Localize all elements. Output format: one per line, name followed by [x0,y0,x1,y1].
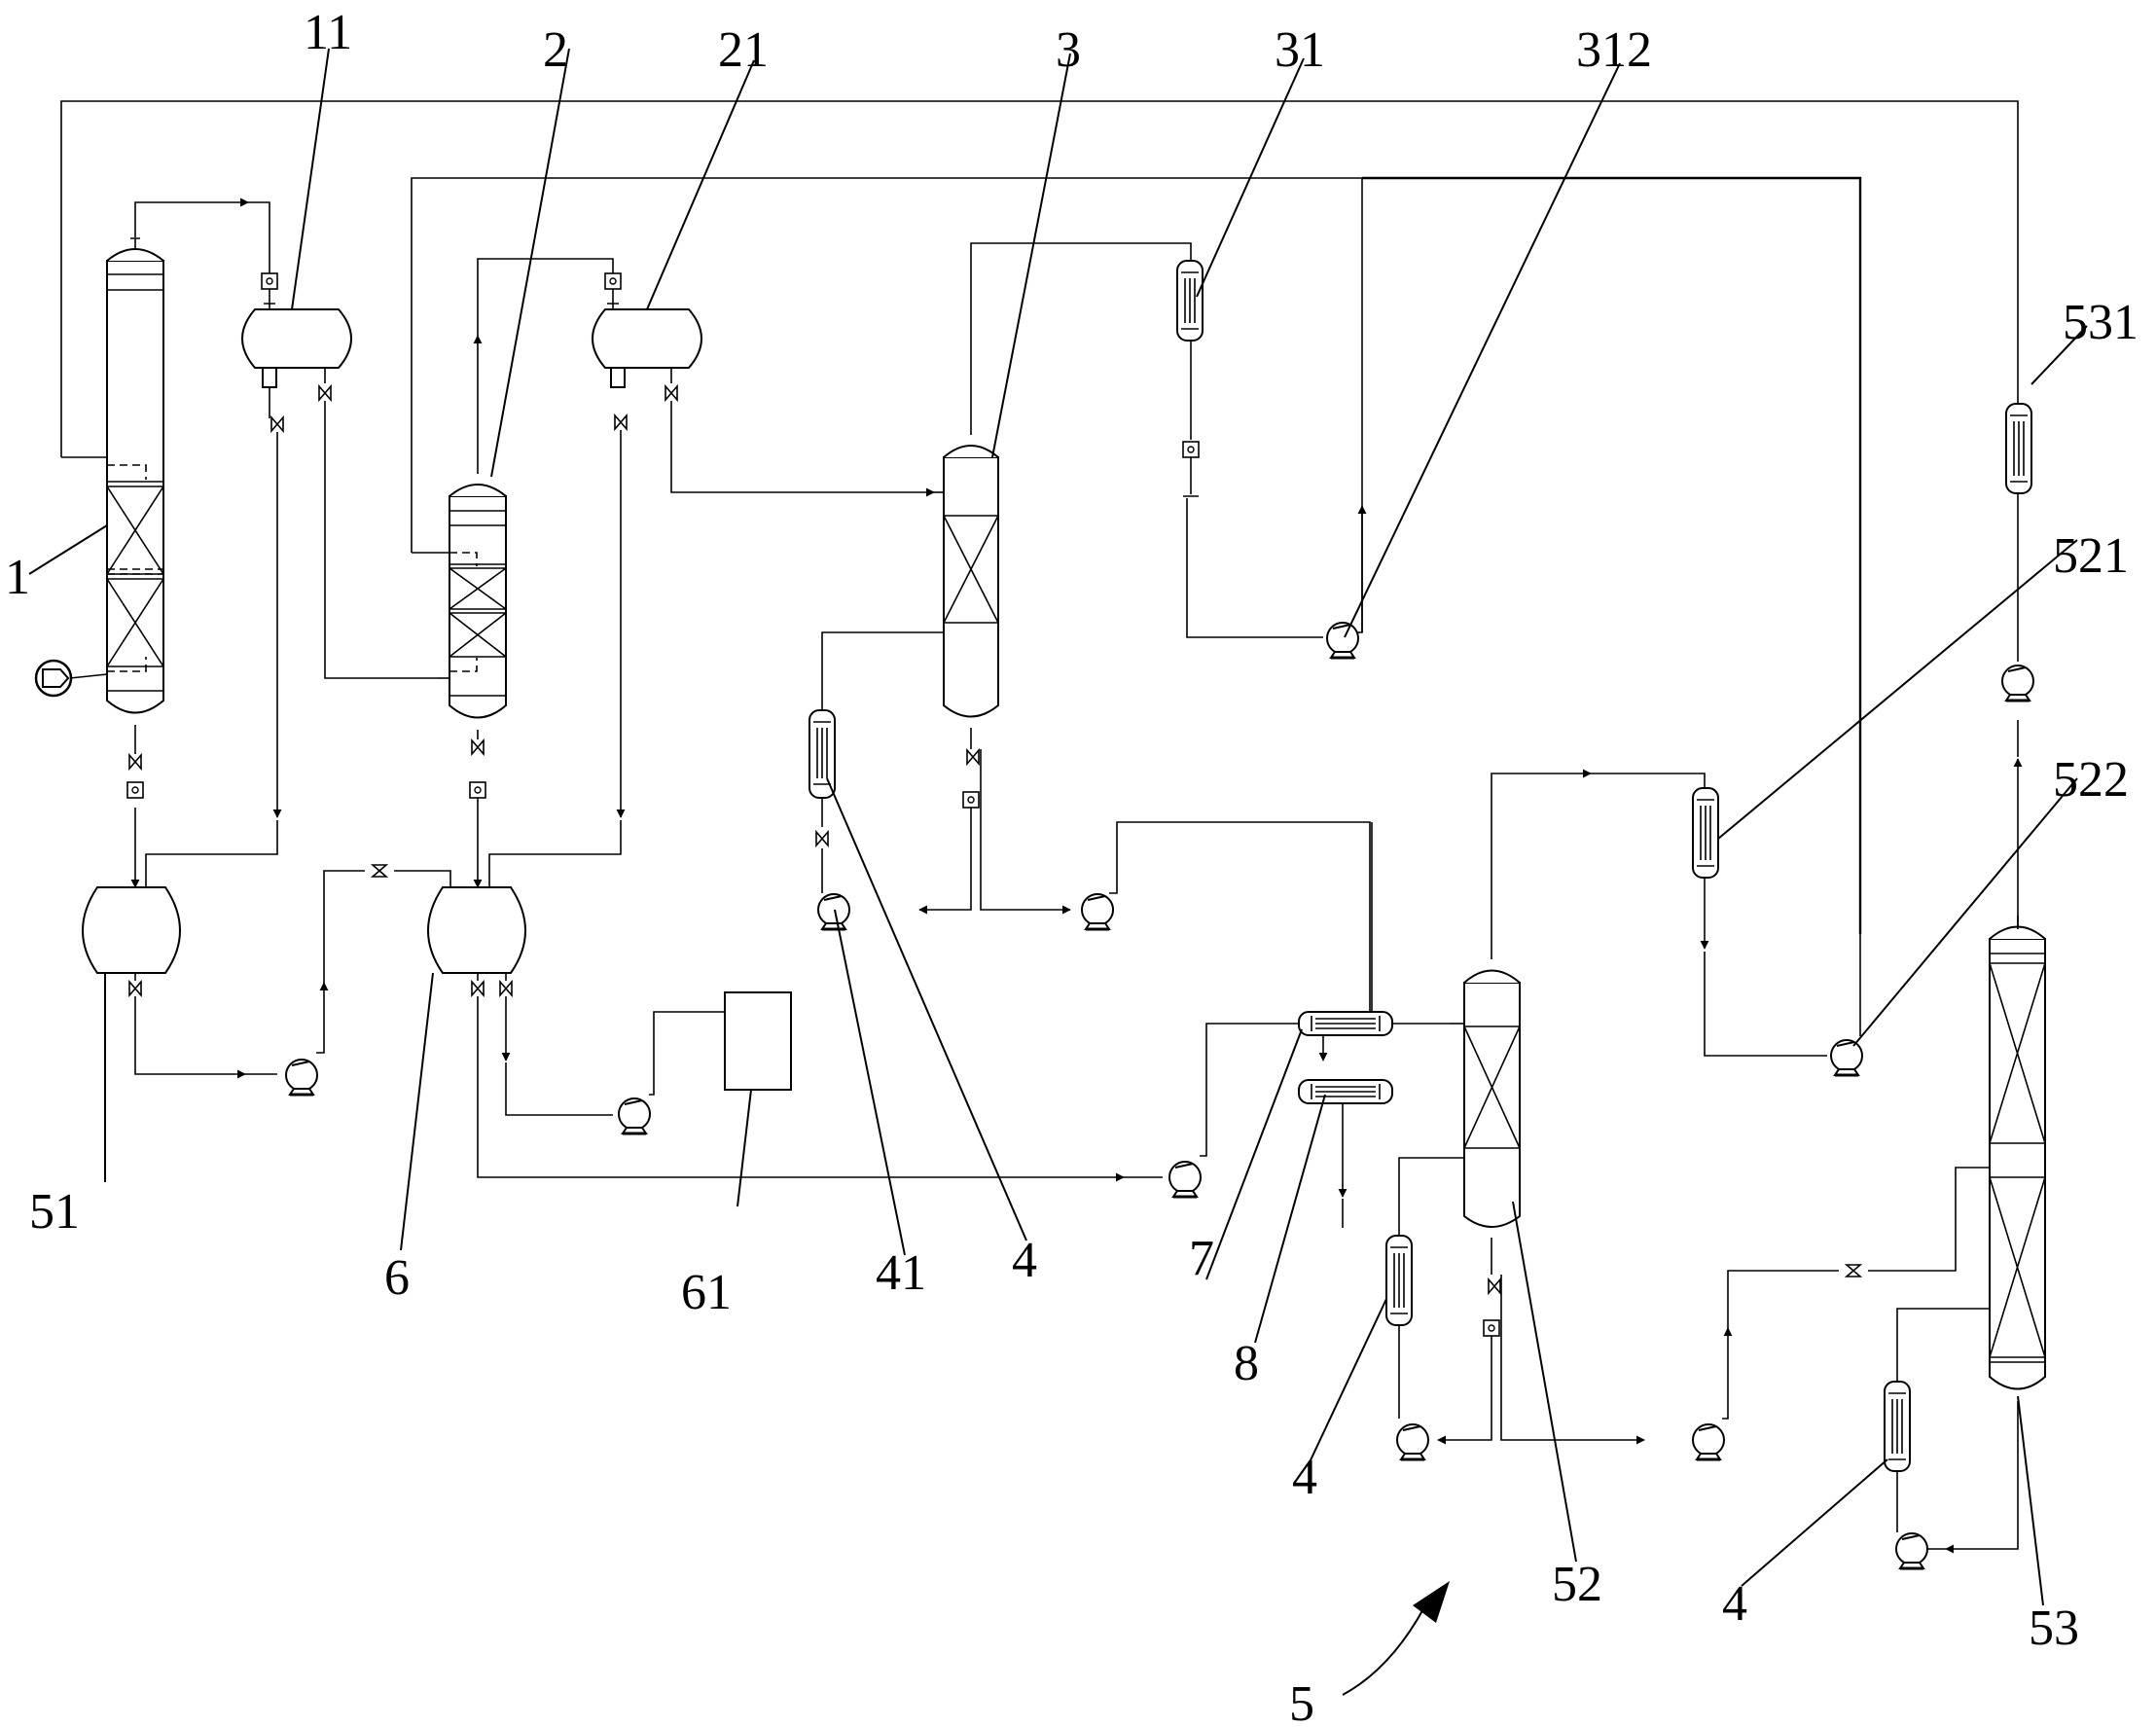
exchanger-8 [1298,1079,1393,1228]
leader-lines [28,48,2088,1696]
label-52: 52 [1552,1557,1602,1612]
label-61: 61 [681,1265,732,1320]
drum-11 [145,272,438,887]
label-521: 521 [2053,528,2129,584]
drum-21 [488,272,944,887]
overhead-piping [60,100,2019,934]
label-5: 5 [1289,1676,1314,1727]
drum-51 [82,864,451,1097]
label-522: 522 [2053,752,2129,808]
label-11: 11 [304,5,352,60]
label-2: 2 [543,22,568,78]
reboiler-4b [1385,1167,1990,1461]
labels: 1 11 2 21 3 31 312 531 521 522 51 6 61 4… [5,5,2138,1727]
drum-6 [427,886,1163,1177]
tower-3 [821,242,1192,915]
label-4-c: 4 [1722,1576,1747,1632]
condenser-31 [1176,260,1367,660]
label-1: 1 [5,550,30,605]
label-3: 3 [1056,22,1081,78]
label-41: 41 [876,1245,926,1301]
tower-53 [1896,916,2046,1554]
label-531: 531 [2063,295,2138,350]
tower-1 [34,198,270,888]
label-53: 53 [2029,1601,2079,1656]
label-312: 312 [1576,22,1652,78]
label-21: 21 [718,22,769,78]
inlet-blower [34,659,108,698]
label-4-a: 4 [1012,1233,1037,1288]
tower-52 [1398,769,1706,1445]
exchanger-7 [1168,822,1450,1199]
label-6: 6 [384,1250,410,1306]
reboiler-4a [808,671,1371,1017]
label-4-b: 4 [1292,1450,1317,1505]
tower-2 [412,258,614,888]
label-8: 8 [1234,1336,1259,1391]
condenser-521 [1692,787,1864,1077]
label-31: 31 [1275,22,1325,78]
condenser-531 [2000,376,2035,929]
label-7: 7 [1189,1231,1214,1286]
reboiler-4c [1884,1381,1929,1570]
label-51: 51 [29,1184,80,1240]
tank-61 [724,991,792,1091]
